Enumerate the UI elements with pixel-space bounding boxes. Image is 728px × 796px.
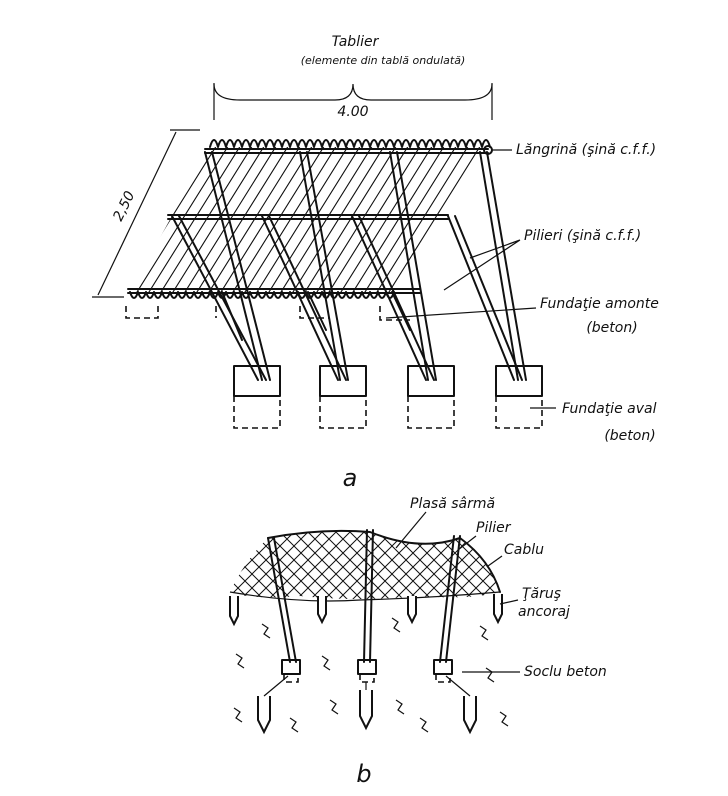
length-dimension-line (92, 129, 200, 298)
panel-letter-a: a (343, 464, 358, 492)
pillar-label: Pilier (476, 520, 512, 536)
deck-title: Tablier (332, 34, 380, 50)
pillars-label: Pilieri (şină c.f.f.) (524, 228, 641, 244)
cable-label: Cablu (504, 542, 544, 558)
upstream-foundation-note: (beton) (586, 320, 637, 336)
downstream-foundations (233, 365, 543, 429)
panel-letter-b: b (356, 760, 371, 788)
width-dimension-line (213, 83, 493, 120)
deck-subtitle: (elemente din tablă ondulată) (301, 54, 466, 67)
concrete-sockets (281, 659, 453, 683)
downstream-foundation-label: Fundaţie aval (562, 401, 657, 417)
ground-marks (233, 617, 509, 733)
stake-note: ancoraj (518, 604, 570, 620)
anchor-stakes (229, 594, 503, 735)
leaders-b (395, 511, 520, 673)
stringer-label: Lăngrină (şină c.f.f.) (516, 142, 656, 158)
upstream-foundations (125, 306, 410, 321)
downstream-foundation-note: (beton) (604, 428, 655, 444)
leaders-a (385, 149, 556, 409)
deck-top-edge (209, 139, 491, 148)
pillars-a (171, 151, 527, 381)
figure-a: Tablier (elemente din tablă ondulată) 4.… (92, 34, 659, 492)
width-dimension-text: 4.00 (337, 104, 368, 120)
figure-b: Plasă sârmă Pilier Cablu Ţăruş ancoraj S… (229, 496, 607, 788)
cable (267, 529, 501, 593)
net-label: Plasă sârmă (410, 496, 495, 512)
upstream-foundation-label: Fundaţie amonte (540, 296, 659, 312)
base-label: Soclu beton (524, 664, 607, 680)
stake-label: Ţăruş (522, 586, 561, 602)
deck-bottom-edge (129, 291, 395, 299)
pillars-b (267, 529, 461, 663)
